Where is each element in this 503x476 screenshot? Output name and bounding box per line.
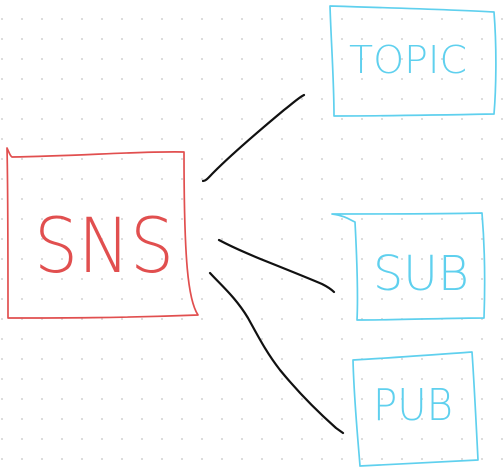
sub-node[interactable]: SUB	[331, 212, 486, 321]
connector-sns-pub	[208, 271, 345, 435]
sub-node-box	[331, 212, 486, 321]
connector-sns-sub	[217, 238, 336, 294]
pub-node[interactable]: PUB	[352, 351, 479, 467]
topic-node-label: TOPIC	[349, 38, 467, 82]
sub-node-label: SUB	[373, 246, 469, 302]
sns-node-label: SNS	[34, 201, 174, 290]
sns-node-box	[6, 147, 199, 319]
pub-node-box	[352, 351, 479, 467]
sns-node[interactable]: SNS	[6, 147, 199, 319]
connector-sns-topic	[201, 93, 306, 183]
connector-group	[201, 93, 345, 435]
pub-node-label: PUB	[373, 380, 453, 431]
topic-node-box	[329, 5, 497, 117]
topic-node[interactable]: TOPIC	[329, 5, 497, 117]
